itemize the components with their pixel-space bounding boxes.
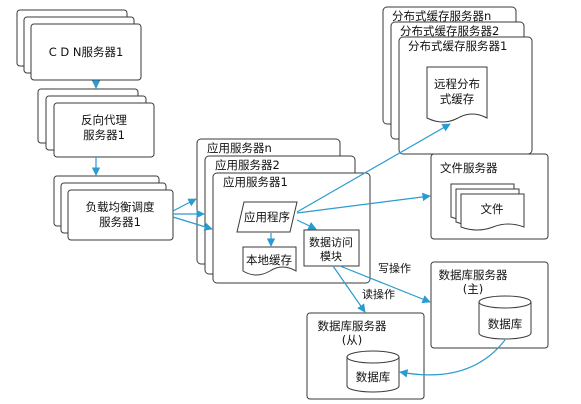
file-server-label: 文件服务器 (440, 161, 498, 175)
remote-cache-label-2: 式缓存 (440, 92, 475, 106)
proxy-label-1: 反向代理 (81, 113, 127, 127)
data-access-label-2: 模块 (320, 250, 342, 263)
db-slave-label-1: 数据库服务器 (318, 319, 387, 333)
read-op-label: 读操作 (362, 287, 395, 301)
db-master-cylinder (478, 295, 532, 340)
edge-lb-app-1 (172, 216, 213, 231)
app-program-label: 应用程序 (244, 210, 290, 224)
reverse-proxy-stack (37, 88, 155, 158)
load-balancer-stack (53, 175, 174, 241)
dist-cache-1-label: 分布式缓存服务器1 (408, 39, 507, 53)
edge-app-remote-cache (296, 123, 451, 213)
data-access-label-1: 数据访问 (309, 235, 353, 249)
edge-lb-app-n (172, 198, 197, 212)
labels: C D N服务器1 反向代理 服务器1 负载均衡调度 服务器1 应用服务器n 应… (49, 9, 523, 384)
dist-cache-2-label: 分布式缓存服务器2 (400, 24, 499, 38)
db-master-label-2: (主) (463, 282, 483, 296)
edge-app-data-access (296, 219, 317, 230)
local-cache-label: 本地缓存 (246, 253, 292, 267)
remote-cache-label-1: 远程分布 (434, 77, 480, 91)
app-n-label: 应用服务器n (207, 141, 272, 155)
lb-label-2: 服务器1 (99, 215, 141, 229)
app-1-label: 应用服务器1 (223, 175, 288, 189)
dist-cache-n-label: 分布式缓存服务器n (392, 9, 491, 23)
db-slave-cylinder (346, 350, 400, 393)
file-label: 文件 (481, 202, 504, 216)
data-access-module-shape (303, 229, 360, 267)
local-cache-shape (242, 246, 297, 276)
db-master-label-1: 数据库服务器 (439, 268, 508, 282)
remote-cache-shape (426, 66, 488, 123)
cdn-label: C D N服务器1 (49, 45, 124, 59)
app-2-label: 应用服务器2 (215, 158, 280, 172)
edge-app-file (296, 192, 431, 214)
cdn-server-stack (16, 9, 142, 81)
file-icon-stack (450, 183, 525, 231)
db-slave-label-2: (从) (342, 333, 362, 347)
edge-replication (399, 339, 506, 378)
write-op-label: 写操作 (378, 261, 411, 275)
db-master-db-label: 数据库 (488, 317, 523, 331)
db-slave-db-label: 数据库 (356, 370, 391, 384)
app-program-shape (236, 201, 298, 233)
edge-write (339, 265, 431, 304)
lb-label-1: 负载均衡调度 (86, 200, 155, 214)
proxy-label-2: 服务器1 (83, 128, 125, 142)
edge-read (332, 265, 366, 313)
